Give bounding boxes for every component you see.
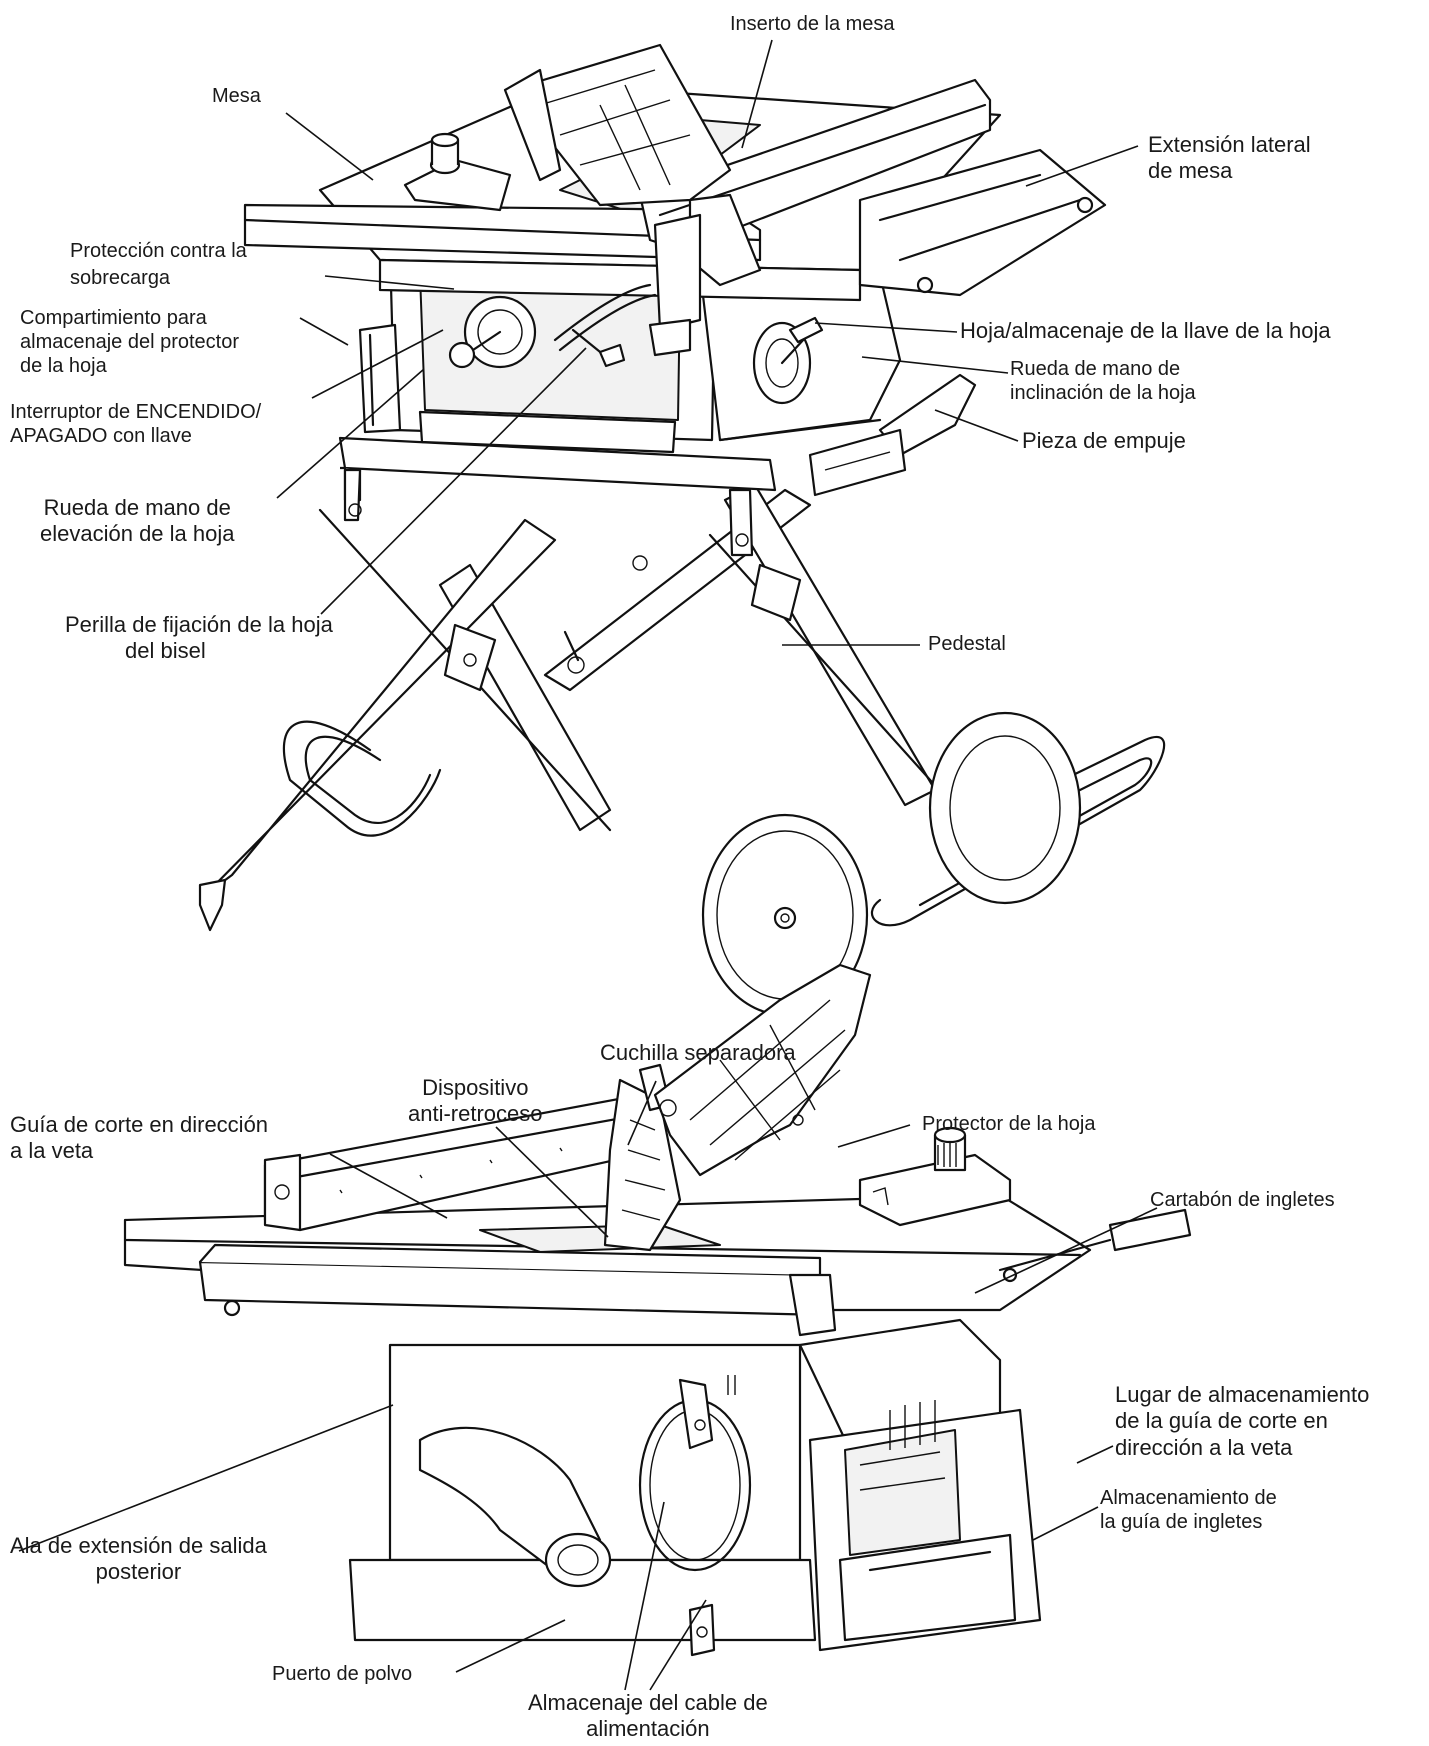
label-pedestal: Pedestal <box>928 633 1006 655</box>
label-line: Extensión lateral <box>1148 132 1311 157</box>
label-line: Almacenaje del cable de <box>528 1690 768 1715</box>
label-rueda-inclinacion: Rueda de mano de inclinación de la hoja <box>1010 357 1196 405</box>
label-cuchilla-separadora: Cuchilla separadora <box>600 1040 796 1065</box>
bottom-blade-assembly <box>603 963 1012 1252</box>
label-hoja-almacenaje-llave: Hoja/almacenaje de la llave de la hoja <box>960 318 1331 343</box>
leader-lines <box>18 39 1158 1691</box>
label-line: Protección contra la <box>70 240 247 262</box>
label-line: Compartimiento para <box>20 307 207 329</box>
label-pieza-de-empuje: Pieza de empuje <box>1022 428 1186 453</box>
label-ala-extension-salida: Ala de extensión de salida posterior <box>10 1533 267 1586</box>
label-almacenaje-cable: Almacenaje del cable de alimentación <box>528 1690 768 1743</box>
label-almacenamiento-guia-ingletes: Almacenamiento de la guía de ingletes <box>1100 1486 1277 1534</box>
label-line: sobrecarga <box>70 267 171 289</box>
label-line: Rueda de mano de <box>1010 358 1181 380</box>
bottom-saw-table <box>123 1193 1192 1337</box>
label-line: de la guía de corte en <box>1115 1408 1328 1434</box>
label-line: inclinación de la hoja <box>1010 382 1196 404</box>
label-line: de la hoja <box>20 355 107 377</box>
label-line: Lugar de almacenamiento <box>1115 1382 1370 1407</box>
label-mesa: Mesa <box>212 85 261 107</box>
label-line: Perilla de fijación de la hoja <box>65 612 333 637</box>
label-line: Interruptor de ENCENDIDO/ <box>10 401 262 423</box>
saw-handwheels <box>448 283 977 497</box>
label-line: Guía de corte en dirección <box>10 1112 269 1137</box>
label-compartimiento-protector: Compartimiento para almacenaje del prote… <box>20 306 239 378</box>
label-perilla-fijacion: Perilla de fijación de la hoja del bisel <box>65 612 333 665</box>
stand-legs <box>198 483 1166 1017</box>
label-line: posterior <box>95 1559 182 1585</box>
bottom-saw-drawing <box>123 963 1192 1657</box>
label-proteccion-sobrecarga: Protección contra la sobrecarga <box>70 238 247 292</box>
label-guia-corte-direccion: Guía de corte en dirección a la veta <box>10 1112 268 1165</box>
label-line: dirección a la veta <box>1115 1434 1293 1460</box>
label-cartabon-de-ingletes: Cartabón de ingletes <box>1150 1189 1335 1211</box>
label-interruptor: Interruptor de ENCENDIDO/ APAGADO con ll… <box>10 400 261 448</box>
label-line: elevación de la hoja <box>40 521 235 547</box>
label-line: Rueda de mano de <box>43 495 231 520</box>
label-extension-lateral: Extensión lateral de mesa <box>1148 132 1311 185</box>
label-puerto-de-polvo: Puerto de polvo <box>272 1663 413 1685</box>
label-line: a la veta <box>10 1138 94 1164</box>
label-line: anti-retroceso <box>408 1101 543 1127</box>
bottom-saw-base <box>348 1318 1042 1657</box>
label-line: APAGADO con llave <box>10 425 192 447</box>
label-line: de mesa <box>1148 158 1233 184</box>
label-line: del bisel <box>125 638 206 664</box>
label-line: Almacenamiento de <box>1100 1487 1277 1509</box>
label-protector-de-la-hoja: Protector de la hoja <box>922 1113 1096 1135</box>
label-line: alimentación <box>586 1716 710 1742</box>
label-rueda-elevacion: Rueda de mano de elevación de la hoja <box>40 495 234 548</box>
saw-table-top <box>243 43 1107 357</box>
label-line: almacenaje del protector <box>20 331 240 353</box>
label-line: Dispositivo <box>422 1075 529 1100</box>
top-saw-drawing <box>198 43 1166 1017</box>
label-dispositivo-anti-retroceso: Dispositivo anti-retroceso <box>408 1075 543 1128</box>
label-inserto-de-la-mesa: Inserto de la mesa <box>730 13 895 35</box>
label-lugar-almacenamiento-guia: Lugar de almacenamiento de la guía de co… <box>1115 1382 1369 1461</box>
label-line: Ala de extensión de salida <box>10 1533 267 1558</box>
label-line: la guía de ingletes <box>1100 1511 1263 1533</box>
